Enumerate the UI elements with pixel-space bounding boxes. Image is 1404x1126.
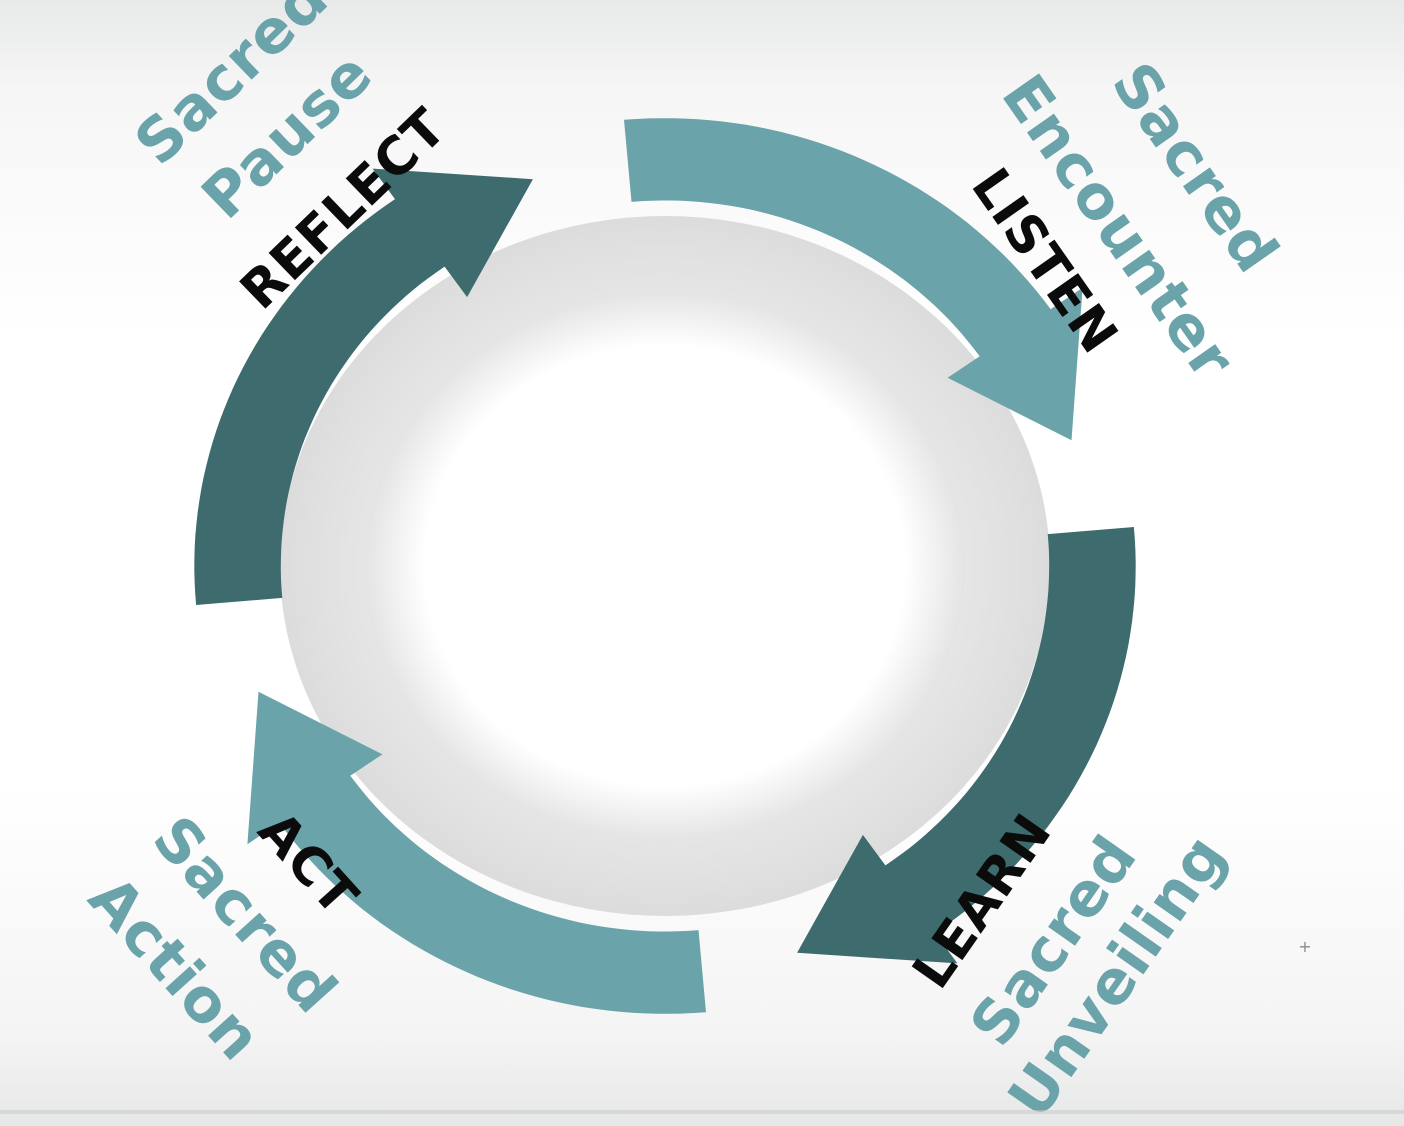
crosshair-icon: + — [1298, 937, 1312, 956]
reflect-segment — [624, 118, 1083, 441]
cycle-arrows — [194, 118, 1136, 1014]
video-progress-bar[interactable] — [0, 1110, 1404, 1114]
inner-disc — [365, 291, 965, 841]
act-segment — [194, 168, 533, 605]
listen-segment — [797, 527, 1136, 964]
learn-segment — [247, 691, 706, 1014]
video-progress-fill — [0, 1110, 120, 1114]
